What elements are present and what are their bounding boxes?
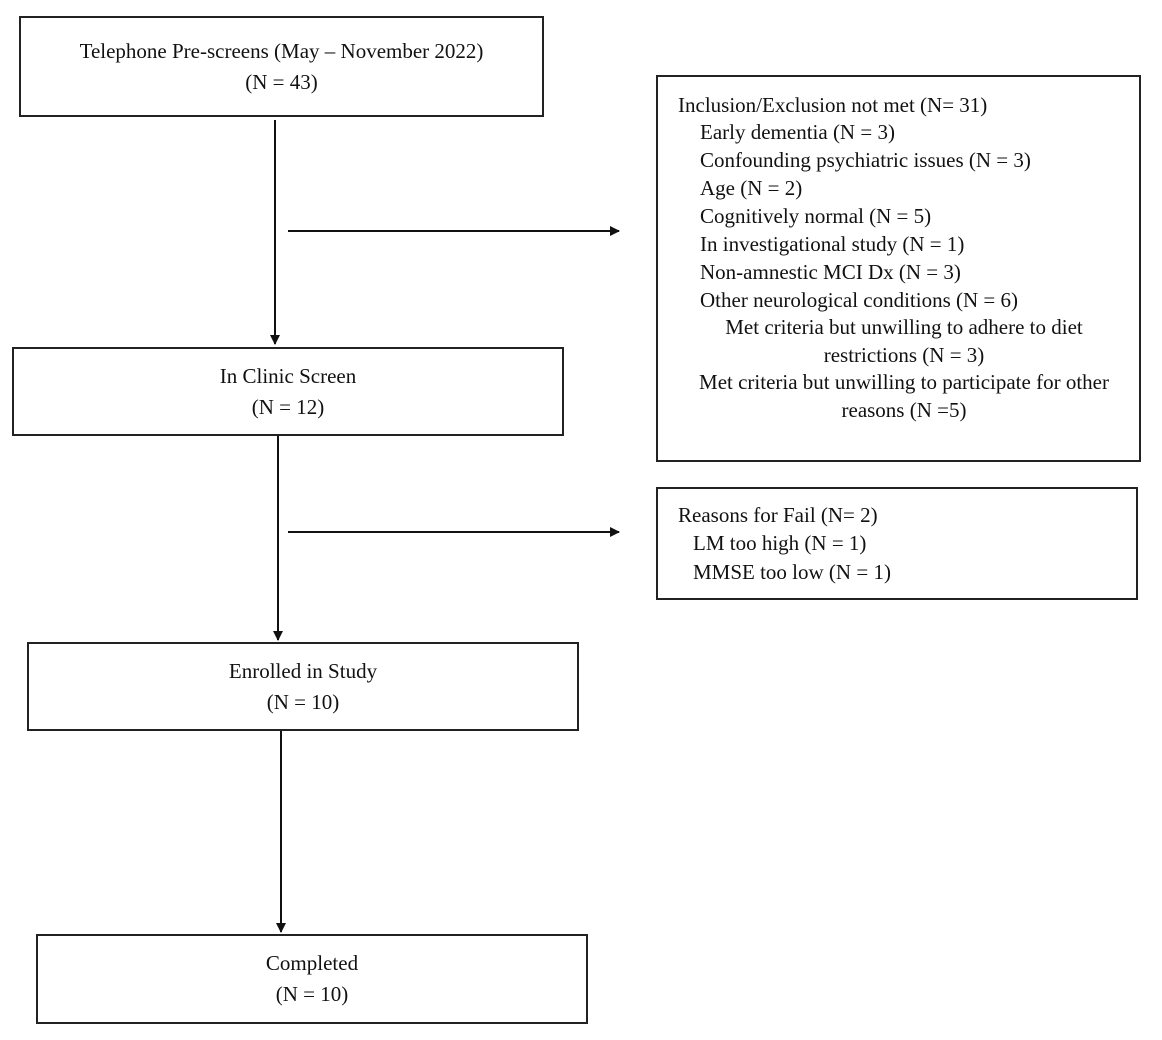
clinic-box: In Clinic Screen (N = 12) [12, 347, 564, 436]
exclusion-item: Age (N = 2) [700, 176, 803, 200]
exclusion-item: In investigational study (N = 1) [700, 232, 965, 256]
exclusion-item: Early dementia (N = 3) [700, 120, 895, 144]
enrolled-title: Enrolled in Study [228, 658, 378, 683]
completed-count: (N = 10) [275, 982, 349, 1006]
prescreen-title: Telephone Pre-screens (May – November 20… [79, 38, 484, 63]
clinic-title: In Clinic Screen [219, 363, 357, 388]
exclusion-unwilling-other: Met criteria but unwilling to participat… [699, 370, 1109, 422]
prescreen-box: Telephone Pre-screens (May – November 20… [19, 16, 544, 117]
fail-item: MMSE too low (N = 1) [693, 560, 891, 584]
fail-item: LM too high (N = 1) [693, 531, 867, 555]
exclusion-heading: Inclusion/Exclusion not met (N= 31) [678, 93, 988, 117]
enrolled-box: Enrolled in Study (N = 10) [27, 642, 579, 731]
prescreen-count: (N = 43) [245, 69, 318, 94]
exclusion-item: Non-amnestic MCI Dx (N = 3) [700, 260, 961, 284]
exclusion-item: Cognitively normal (N = 5) [700, 204, 932, 228]
clinic-count: (N = 12) [251, 394, 325, 419]
fail-box: Reasons for Fail (N= 2) LM too high (N =… [656, 487, 1138, 600]
completed-box: Completed (N = 10) [36, 934, 588, 1024]
exclusion-box: Inclusion/Exclusion not met (N= 31) Earl… [656, 75, 1141, 462]
fail-heading: Reasons for Fail (N= 2) [678, 503, 878, 527]
exclusion-item: Confounding psychiatric issues (N = 3) [700, 148, 1031, 172]
exclusion-unwilling-diet: Met criteria but unwilling to adhere to … [725, 315, 1083, 367]
completed-title: Completed [265, 951, 359, 975]
enrolled-count: (N = 10) [266, 689, 340, 714]
exclusion-item: Other neurological conditions (N = 6) [700, 288, 1019, 312]
